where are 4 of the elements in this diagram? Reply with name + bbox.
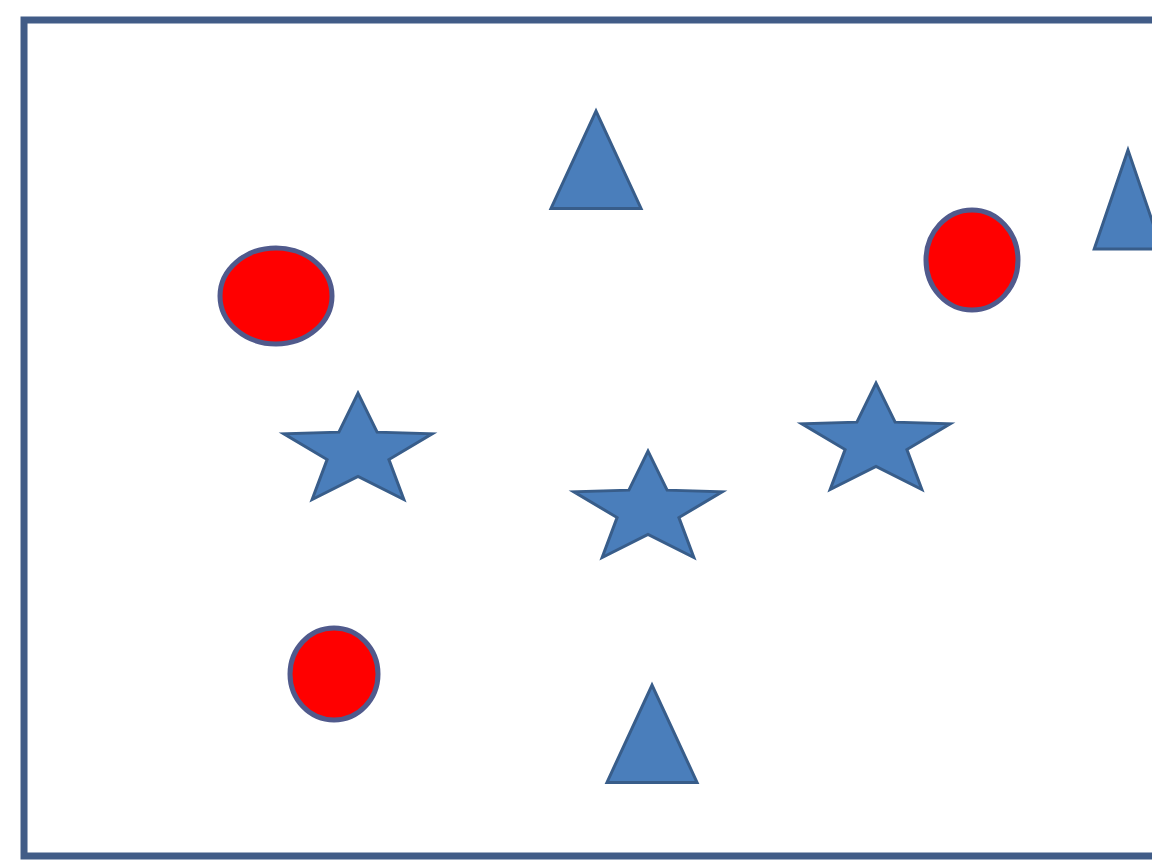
frame-box bbox=[20, 16, 1152, 860]
circle bbox=[287, 625, 381, 723]
circle bbox=[923, 207, 1021, 313]
circle bbox=[217, 245, 335, 347]
